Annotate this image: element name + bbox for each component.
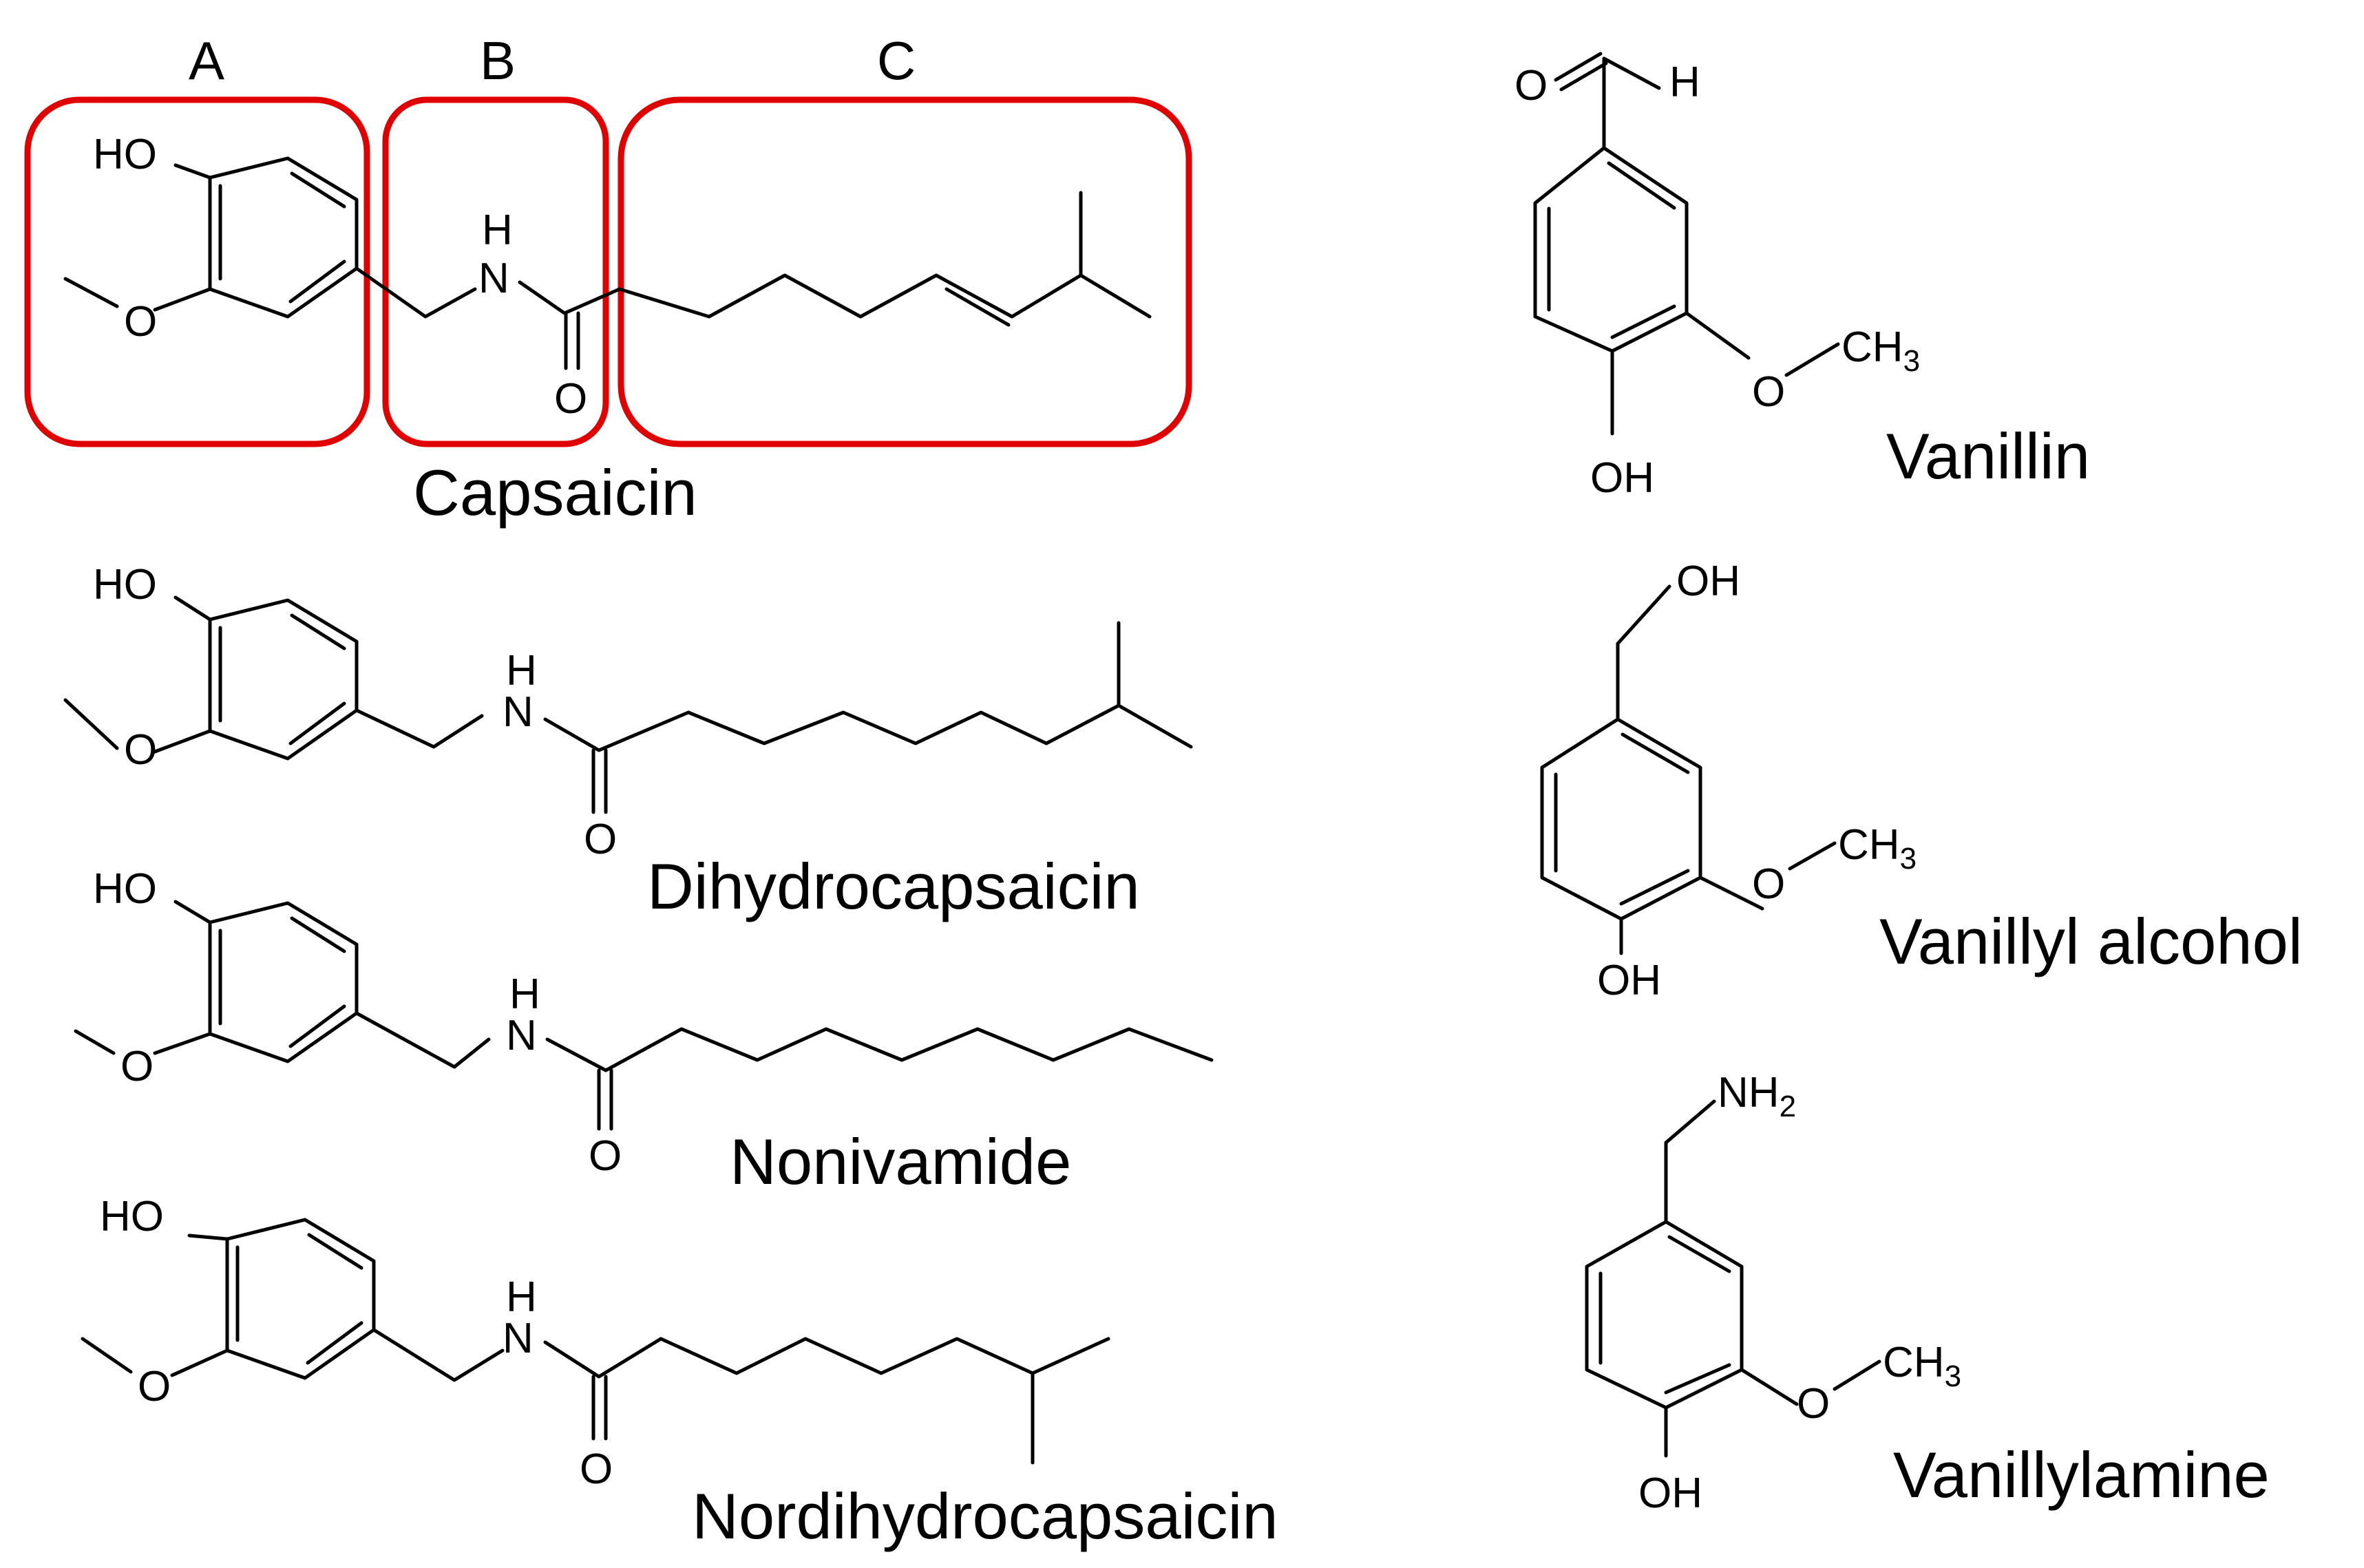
dihydrocapsaicin-amide-n-label: N: [503, 688, 534, 736]
nonivamide-structure: HO O H N O Nonivamide: [74, 865, 1214, 1198]
vanillylamine-amine-label: NH2: [1718, 1069, 1796, 1123]
vanillyl-alcohol-structure: OH O CH3 OH Vanillyl alcohol: [1540, 558, 2303, 1004]
vanillyl-alcohol-name: Vanillyl alcohol: [1879, 905, 2303, 977]
vanillyl-alcohol-hydroxymethyl-label: OH: [1676, 558, 1740, 605]
dihydrocapsaicin-methoxy-o-label: O: [124, 726, 157, 774]
nonivamide-amide-n-label: N: [506, 1012, 537, 1059]
vanillyl-alcohol-hydroxyl-label: OH: [1597, 957, 1661, 1004]
nordihydrocapsaicin-structure: HO O H N O Nordihydrocapsaicin: [81, 1193, 1278, 1552]
vanillylamine-hydroxyl-label: OH: [1638, 1470, 1702, 1517]
nordihydrocapsaicin-amide-h-label: H: [506, 1273, 537, 1321]
nordihydrocapsaicin-methoxy-o-label: O: [138, 1363, 171, 1410]
vanillylamine-methoxy-o-label: O: [1797, 1380, 1830, 1428]
vanillin-aldehyde-h-label: H: [1669, 59, 1700, 106]
dihydrocapsaicin-name: Dihydrocapsaicin: [647, 850, 1140, 922]
vanillyl-alcohol-methoxy-o-label: O: [1752, 860, 1785, 908]
capsaicin-methoxy-o-label: O: [124, 298, 157, 346]
nordihydrocapsaicin-hydroxyl-label: HO: [100, 1193, 164, 1240]
vanillyl-alcohol-methyl-label: CH3: [1838, 821, 1917, 876]
vanillin-name: Vanillin: [1886, 420, 2090, 492]
vanillin-methoxy-o-label: O: [1752, 368, 1785, 416]
capsaicin-benzene-ring: [208, 156, 359, 319]
nordihydrocapsaicin-amide-n-label: N: [503, 1315, 534, 1362]
dihydrocapsaicin-structure: HO O H N O Dihydrocapsaicin: [63, 561, 1193, 922]
capsaicin-amide-n-label: N: [478, 255, 509, 302]
dihydrocapsaicin-hydroxyl-label: HO: [93, 561, 157, 608]
region-a-letter: A: [189, 30, 224, 91]
dihydrocapsaicin-amide-h-label: H: [506, 647, 537, 695]
nonivamide-carbonyl-o-label: O: [589, 1132, 622, 1180]
capsaicin-structure: A B C HO O H N O Capsaicin: [24, 30, 1192, 529]
region-a-box: [24, 96, 370, 447]
region-b-box: [382, 96, 609, 447]
vanillin-hydroxyl-label: OH: [1590, 454, 1654, 502]
capsaicin-name: Capsaicin: [413, 456, 697, 529]
dihydrocapsaicin-carbonyl-o-label: O: [584, 816, 617, 863]
region-b-letter: B: [480, 30, 516, 91]
nordihydrocapsaicin-name: Nordihydrocapsaicin: [692, 1480, 1278, 1552]
vanillylamine-methyl-label: CH3: [1883, 1339, 1961, 1393]
vanillylamine-name: Vanillylamine: [1893, 1439, 2270, 1511]
vanillin-aldehyde-o-label: O: [1515, 62, 1548, 109]
region-c-box: [618, 96, 1192, 447]
capsaicin-carbonyl-o-label: O: [554, 375, 587, 423]
vanillin-methyl-label: CH3: [1841, 324, 1920, 378]
nonivamide-methoxy-o-label: O: [120, 1043, 154, 1090]
vanillylamine-structure: NH2 O CH3 OH Vanillylamine: [1585, 1069, 2270, 1517]
nonivamide-name: Nonivamide: [730, 1125, 1071, 1198]
vanillin-structure: O H O CH3 OH Vanillin: [1515, 52, 2090, 502]
region-c-letter: C: [877, 30, 916, 91]
nordihydrocapsaicin-carbonyl-o-label: O: [580, 1445, 613, 1493]
capsaicin-hydroxyl-label: HO: [93, 131, 157, 178]
capsaicin-amide-h-label: H: [482, 206, 513, 254]
nonivamide-hydroxyl-label: HO: [93, 865, 157, 913]
nonivamide-amide-h-label: H: [509, 971, 540, 1018]
